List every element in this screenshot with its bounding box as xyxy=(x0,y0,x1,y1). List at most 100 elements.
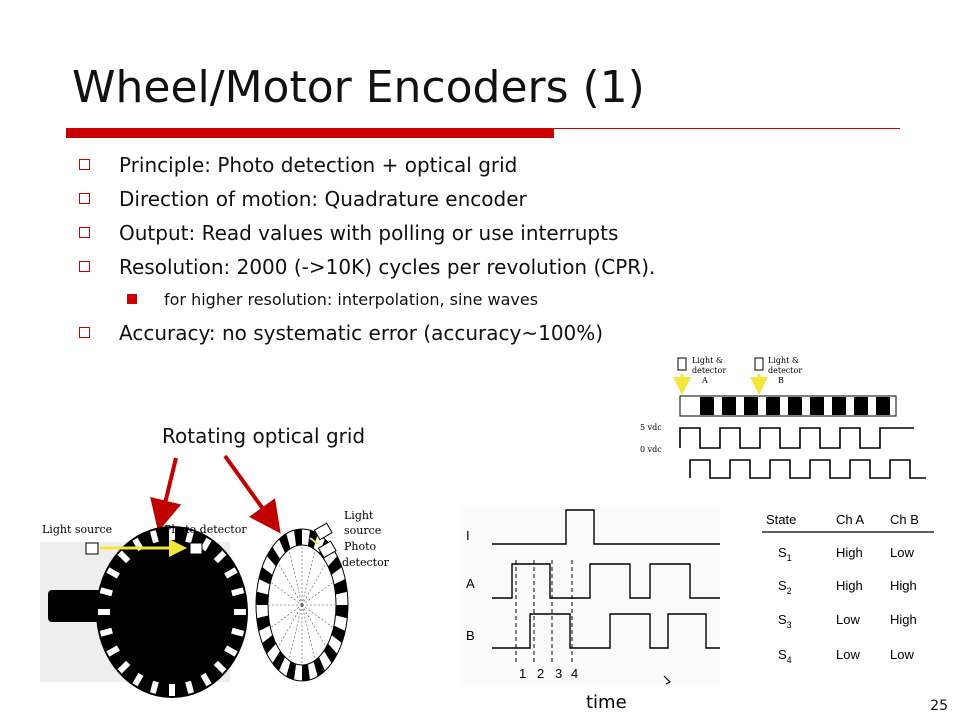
code-wheel-stripe xyxy=(323,643,338,664)
code-wheel-stripe xyxy=(335,605,348,619)
code-wheel-stripe xyxy=(258,567,273,585)
timing-diagram xyxy=(460,505,720,687)
title-accent-bar xyxy=(66,128,554,138)
timing-b-waveform xyxy=(492,613,720,649)
disc-slot xyxy=(169,528,175,540)
grid-strip-cell xyxy=(766,397,780,415)
bullet-text: Output: Read values with polling or use … xyxy=(119,221,619,245)
table-chb-4: Low xyxy=(890,647,914,662)
grid-strip-cells xyxy=(700,397,890,415)
bullet-text: Principle: Photo detection + optical gri… xyxy=(119,153,518,177)
code-wheel-stripe xyxy=(286,661,297,680)
light-source-label: Light source xyxy=(42,523,112,536)
disc-slot xyxy=(99,587,113,597)
disc-slot xyxy=(132,672,144,687)
timing-tick-4: 4 xyxy=(571,666,578,681)
light-source-box xyxy=(85,542,99,555)
bullet-item: Accuracy: no systematic error (accuracy~… xyxy=(72,318,832,352)
page-number: 25 xyxy=(930,698,948,714)
motor-shaft xyxy=(48,590,110,622)
disc-slot xyxy=(200,537,212,552)
table-header-state: State xyxy=(766,512,796,527)
disc-slot xyxy=(213,660,227,674)
disc-slot xyxy=(231,587,245,597)
disc-slot xyxy=(224,567,238,579)
table-state-4: S4 xyxy=(778,647,792,665)
table-state-1: S1 xyxy=(778,545,792,563)
table-cha-3: Low xyxy=(836,612,860,627)
table-chb-1: Low xyxy=(890,545,914,560)
disc-slot xyxy=(231,627,245,637)
bullet-square-icon xyxy=(79,227,90,238)
code-wheel-stripe xyxy=(331,625,346,643)
bullet-text: Direction of motion: Quadrature encoder xyxy=(119,187,527,211)
table-header-cha: Ch A xyxy=(836,512,865,527)
grid-caption: Rotating optical grid xyxy=(162,424,366,448)
table-chb-3: High xyxy=(890,612,917,627)
disc-slot xyxy=(117,550,131,564)
disc-slot xyxy=(98,609,110,615)
disc-slots xyxy=(98,528,246,696)
table-cha-1: High xyxy=(836,545,863,560)
index-waveform xyxy=(492,509,720,545)
timing-tick-1: 1 xyxy=(519,666,526,681)
code-wheel-spoke xyxy=(289,604,303,659)
disc-slot xyxy=(213,550,227,564)
code-wheel-stripe xyxy=(262,635,276,654)
code-wheel-spoke xyxy=(301,551,315,606)
timing-tick-3: 3 xyxy=(555,666,562,681)
table-state-2: S2 xyxy=(778,578,792,596)
code-wheel-stripe xyxy=(256,615,271,631)
timing-a-waveform xyxy=(492,563,720,599)
code-wheel-stripes xyxy=(256,529,348,681)
strip-a-line2: detector xyxy=(692,366,726,375)
strip-b-line2: detector xyxy=(768,366,802,375)
encoder-wheel-figure xyxy=(40,526,248,698)
disc-slot xyxy=(106,645,120,657)
slide-title: Wheel/Motor Encoders (1) xyxy=(72,62,645,113)
channel-b-waveform xyxy=(689,459,926,479)
side-detector-box xyxy=(317,540,337,559)
disc-slot xyxy=(169,684,175,696)
code-wheel-stripe xyxy=(266,546,281,567)
timing-label-a: A xyxy=(466,576,475,591)
code-wheel-spoke xyxy=(289,551,303,606)
timing-label-i: I xyxy=(466,528,470,543)
code-wheel-stripe xyxy=(279,533,291,553)
side-beam xyxy=(309,537,319,545)
disc-slot xyxy=(224,645,238,657)
code-wheel-stripe xyxy=(272,651,285,671)
side-source-box xyxy=(313,522,333,541)
time-axis-label: time xyxy=(586,692,627,713)
disc-center xyxy=(112,542,232,682)
disc-slot xyxy=(185,530,195,544)
table-chb-2: High xyxy=(890,578,917,593)
grid-strip-cell xyxy=(788,397,802,415)
code-wheel-spokes xyxy=(269,547,335,663)
bullet-list: Principle: Photo detection + optical gri… xyxy=(72,150,832,352)
disc-slot xyxy=(200,672,212,687)
bullet-item: Direction of motion: Quadrature encoder xyxy=(72,184,832,218)
bullet-square-icon xyxy=(79,327,90,338)
side-detector-label: detector xyxy=(342,556,390,569)
grid-strip-cell xyxy=(810,397,824,415)
bullet-item: Resolution: 2000 (->10K) cycles per revo… xyxy=(72,252,832,286)
quadrature-strip-figure xyxy=(673,357,926,479)
grid-strip-cell xyxy=(722,397,736,415)
detector-a-box xyxy=(677,357,687,371)
bullet-square-icon xyxy=(79,159,90,170)
code-wheel-figure xyxy=(255,522,349,682)
disc-slot xyxy=(185,680,195,694)
strip-b-line3: B xyxy=(778,376,784,385)
sub-bullet-item: for higher resolution: interpolation, si… xyxy=(72,286,832,318)
disc-slot xyxy=(106,567,120,579)
disc-slot xyxy=(149,530,159,544)
title-underline xyxy=(554,128,900,129)
channel-a-waveform xyxy=(679,427,914,449)
sub-bullet-text: for higher resolution: interpolation, si… xyxy=(164,290,539,309)
caption-arrow-right xyxy=(223,454,281,534)
strip-5vdc-label: 5 vdc xyxy=(640,423,662,432)
disc-slot xyxy=(99,627,113,637)
strip-0vdc-label: 0 vdc xyxy=(640,445,662,454)
